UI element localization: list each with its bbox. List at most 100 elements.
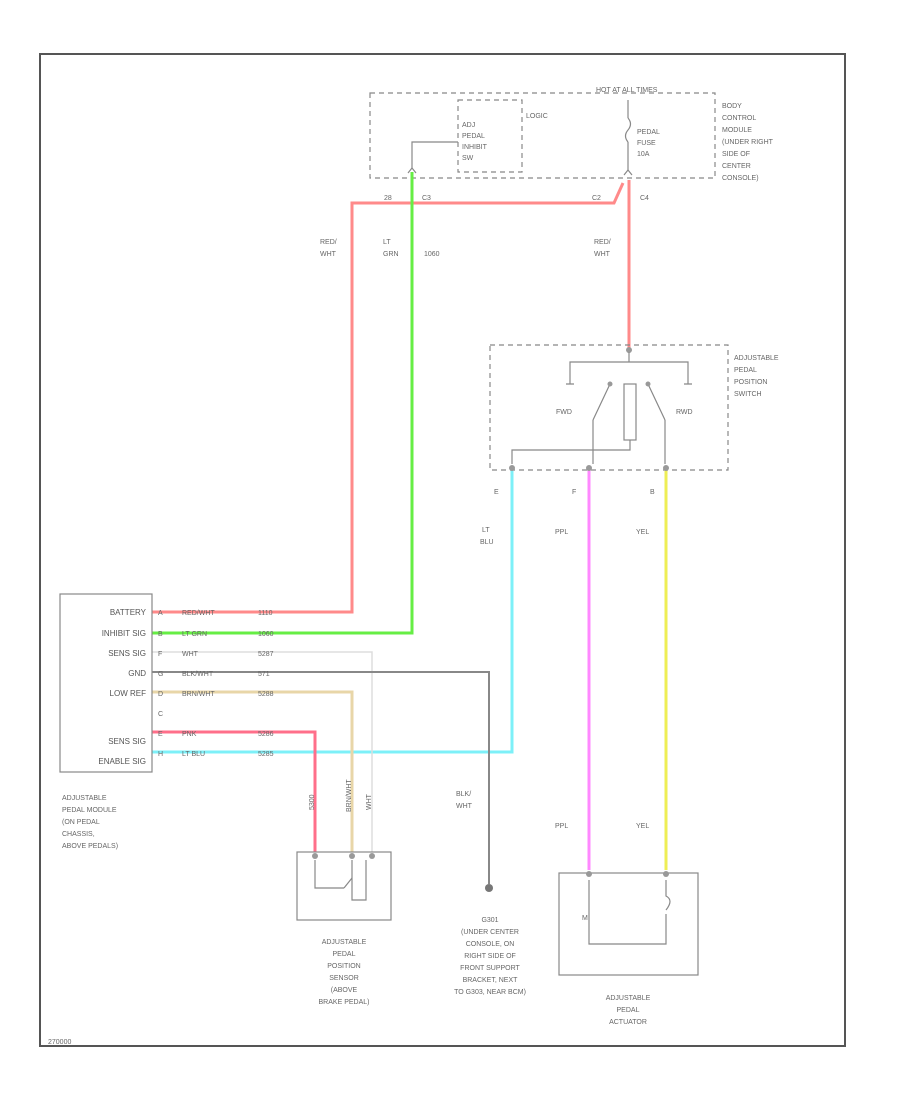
switch-pins: E F B xyxy=(494,489,655,496)
ground-g301: G301 (UNDER CENTER CONSOLE, ON RIGHT SID… xyxy=(454,884,526,996)
actuator-motor-label: M xyxy=(582,915,588,922)
svg-text:CENTER: CENTER xyxy=(722,163,751,170)
svg-text:MODULE: MODULE xyxy=(722,127,752,134)
svg-text:ENABLE SIG: ENABLE SIG xyxy=(98,757,146,766)
svg-text:WHT: WHT xyxy=(594,251,611,258)
actuator-box xyxy=(558,872,699,976)
svg-text:B: B xyxy=(650,489,655,496)
module-name: ADJUSTABLE PEDAL MODULE (ON PEDAL CHASSI… xyxy=(62,795,118,850)
svg-text:LT: LT xyxy=(383,239,391,246)
svg-text:F: F xyxy=(572,489,576,496)
bcm-header: HOT AT ALL TIMES xyxy=(596,87,658,94)
svg-text:LT GRN: LT GRN xyxy=(182,631,207,638)
wire-brn-wht-lowref xyxy=(152,690,354,856)
body-control-module: HOT AT ALL TIMES LOGIC ADJ PEDAL INHIBIT… xyxy=(369,87,774,202)
svg-text:PEDAL: PEDAL xyxy=(617,1007,640,1014)
wire-label-yel-bottom: YEL xyxy=(636,823,649,830)
svg-text:C: C xyxy=(158,711,163,718)
actuator-name: ADJUSTABLE PEDAL ACTUATOR xyxy=(606,995,651,1026)
svg-text:BLK/: BLK/ xyxy=(456,791,471,798)
module-wire-colors: RED/WHT LT GRN WHT BLK/WHT BRN/WHT PNK L… xyxy=(182,610,215,758)
wire-label-lt-grn: LT GRN 1060 xyxy=(383,239,440,258)
switch-outline xyxy=(489,344,729,471)
svg-text:WHT: WHT xyxy=(456,803,473,810)
svg-text:C2: C2 xyxy=(592,195,601,202)
adjustable-pedal-position-sensor: ADJUSTABLE PEDAL POSITION SENSOR (ABOVE … xyxy=(296,851,392,1006)
wire-label-ppl-bottom: PPL xyxy=(555,823,568,830)
wire-label-blk-wht: BLK/ WHT xyxy=(456,791,473,810)
svg-text:SIDE OF: SIDE OF xyxy=(722,151,750,158)
svg-text:POSITION: POSITION xyxy=(734,379,767,386)
adjustable-pedal-module: BATTERY INHIBIT SIG SENS SIG GND LOW REF… xyxy=(59,593,274,850)
svg-text:10A: 10A xyxy=(637,151,650,158)
bcm-logic-label: LOGIC xyxy=(526,113,548,120)
svg-text:ABOVE PEDALS): ABOVE PEDALS) xyxy=(62,843,118,850)
svg-text:A: A xyxy=(158,610,163,617)
svg-text:CONSOLE): CONSOLE) xyxy=(722,175,759,182)
module-circuits: 1110 1060 5287 571 5288 5286 5285 xyxy=(258,610,274,758)
svg-text:(ON PEDAL: (ON PEDAL xyxy=(62,819,100,826)
svg-text:BLU: BLU xyxy=(480,539,494,546)
bcm-name: BODY CONTROL MODULE (UNDER RIGHT SIDE OF… xyxy=(722,103,774,182)
bcm-outline xyxy=(369,92,716,179)
ground-name: G301 (UNDER CENTER CONSOLE, ON RIGHT SID… xyxy=(454,917,526,996)
svg-text:ADJUSTABLE: ADJUSTABLE xyxy=(322,939,367,946)
switch-name: ADJUSTABLE PEDAL POSITION SWITCH xyxy=(734,355,779,398)
bcm-pins: 28 C3 C2 C4 xyxy=(384,195,649,202)
wire-lt-blu-enable xyxy=(152,470,514,754)
svg-text:GND: GND xyxy=(128,669,146,678)
svg-text:5300: 5300 xyxy=(309,794,316,810)
adjustable-pedal-actuator: M ADJUSTABLE PEDAL ACTUATOR xyxy=(558,871,699,1026)
svg-text:BLK/WHT: BLK/WHT xyxy=(182,671,214,678)
svg-text:(ABOVE: (ABOVE xyxy=(331,987,358,994)
svg-text:FUSE: FUSE xyxy=(637,140,656,147)
svg-text:CHASSIS,: CHASSIS, xyxy=(62,831,95,838)
svg-text:PEDAL: PEDAL xyxy=(734,367,757,374)
svg-text:LT: LT xyxy=(482,527,490,534)
pedal-fuse: PEDAL FUSE 10A xyxy=(624,100,660,170)
svg-text:B: B xyxy=(158,631,163,638)
svg-text:E: E xyxy=(494,489,499,496)
svg-text:(UNDER RIGHT: (UNDER RIGHT xyxy=(722,139,774,146)
svg-text:CONTROL: CONTROL xyxy=(722,115,756,122)
wire-label-sensor: 5300 BRN/WHT WHT xyxy=(309,779,373,812)
svg-text:H: H xyxy=(158,751,163,758)
wire-label-lt-blu: LT BLU xyxy=(480,527,494,546)
svg-text:SENS SIG: SENS SIG xyxy=(108,737,146,746)
svg-text:FRONT SUPPORT: FRONT SUPPORT xyxy=(460,965,520,972)
svg-text:SENS SIG: SENS SIG xyxy=(108,649,146,658)
svg-text:TO G303, NEAR BCM): TO G303, NEAR BCM) xyxy=(454,989,526,996)
svg-text:5285: 5285 xyxy=(258,751,274,758)
svg-text:PEDAL: PEDAL xyxy=(462,133,485,140)
svg-text:E: E xyxy=(158,731,163,738)
svg-text:RIGHT SIDE OF: RIGHT SIDE OF xyxy=(464,953,516,960)
svg-text:(UNDER CENTER: (UNDER CENTER xyxy=(461,929,519,936)
svg-text:BATTERY: BATTERY xyxy=(110,608,147,617)
svg-text:G: G xyxy=(158,671,163,678)
svg-text:SWITCH: SWITCH xyxy=(734,391,762,398)
svg-text:ADJUSTABLE: ADJUSTABLE xyxy=(734,355,779,362)
svg-text:G301: G301 xyxy=(481,917,498,924)
svg-text:POSITION: POSITION xyxy=(327,963,360,970)
wire-red-wht-battery xyxy=(152,182,625,614)
svg-text:GRN: GRN xyxy=(383,251,399,258)
wire-lt-grn-inhibit xyxy=(152,172,414,635)
svg-text:RED/WHT: RED/WHT xyxy=(182,610,215,617)
svg-text:LT BLU: LT BLU xyxy=(182,751,205,758)
svg-text:D: D xyxy=(158,691,163,698)
svg-text:BRAKE PEDAL): BRAKE PEDAL) xyxy=(319,999,370,1006)
diagram-frame xyxy=(39,53,846,1047)
svg-text:PEDAL MODULE: PEDAL MODULE xyxy=(62,807,117,814)
svg-text:F: F xyxy=(158,651,162,658)
svg-text:PEDAL: PEDAL xyxy=(333,951,356,958)
svg-text:PNK: PNK xyxy=(182,731,197,738)
wire-label-ppl-top: PPL xyxy=(555,529,568,536)
module-pin-letters: A B F G D C E H xyxy=(158,610,163,758)
svg-text:C4: C4 xyxy=(640,195,649,202)
svg-text:ADJUSTABLE: ADJUSTABLE xyxy=(62,795,107,802)
svg-text:LOW REF: LOW REF xyxy=(110,689,147,698)
svg-text:BRN/WHT: BRN/WHT xyxy=(182,691,215,698)
svg-text:BRN/WHT: BRN/WHT xyxy=(346,779,353,812)
svg-text:CONSOLE, ON: CONSOLE, ON xyxy=(466,941,515,948)
svg-text:ADJ: ADJ xyxy=(462,122,475,129)
